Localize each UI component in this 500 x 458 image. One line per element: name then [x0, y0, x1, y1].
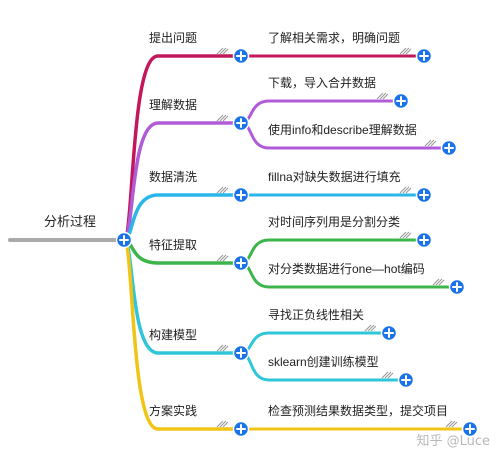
- branch-label-3: 数据清洗: [149, 170, 198, 184]
- child-line-4-1: [239, 238, 426, 265]
- note-icon: [381, 371, 394, 379]
- branch-label-2: 理解数据: [149, 98, 198, 112]
- root-topic-label: 分析过程: [44, 214, 97, 229]
- note-icon: [216, 114, 229, 122]
- watermark: 知乎 @Luce: [416, 434, 490, 449]
- expand-button-4-1[interactable]: [415, 231, 433, 249]
- child-label-5-1: 寻找正负线性相关: [268, 308, 365, 322]
- child-label-2-2: 使用info和describe理解数据: [268, 123, 417, 137]
- expand-button-branch-2[interactable]: [232, 114, 250, 132]
- branch-label-5: 构建模型: [149, 328, 198, 342]
- expand-button-branch-5[interactable]: [232, 344, 250, 362]
- note-icon: [445, 420, 458, 428]
- expand-button-1-1[interactable]: [415, 47, 433, 65]
- child-label-5-2: sklearn创建训练模型: [268, 355, 379, 369]
- expand-button-5-2[interactable]: [397, 371, 415, 389]
- note-icon: [376, 92, 389, 100]
- expand-button-root[interactable]: [115, 231, 133, 249]
- expand-button-2-2[interactable]: [440, 139, 458, 157]
- expand-button-branch-6[interactable]: [232, 420, 250, 438]
- branch-line-3: [122, 193, 243, 242]
- expand-button-3-1[interactable]: [415, 186, 433, 204]
- note-icon: [216, 344, 229, 352]
- child-label-3-1: fillna对缺失数据进行填充: [268, 170, 401, 184]
- note-icon: [364, 324, 377, 332]
- branch-label-1: 提出问题: [149, 31, 198, 45]
- note-icon: [399, 231, 412, 239]
- branch-label-6: 方案实践: [149, 404, 198, 418]
- expand-button-branch-4[interactable]: [232, 254, 250, 272]
- note-icon: [216, 186, 229, 194]
- branch-line-6: [122, 238, 243, 431]
- child-label-1-1: 了解相关需求，明确问题: [268, 31, 401, 45]
- child-label-6-1: 检查预测结果数据类型，提交项目: [268, 404, 449, 418]
- note-icon: [424, 139, 437, 147]
- expand-button-branch-3[interactable]: [232, 186, 250, 204]
- expand-button-6-1[interactable]: [461, 420, 479, 438]
- child-line-5-1: [239, 331, 391, 355]
- note-icon: [216, 254, 229, 262]
- expand-button-2-1[interactable]: [392, 92, 410, 110]
- note-icon: [399, 47, 412, 55]
- child-label-4-2: 对分类数据进行one—hot编码: [268, 262, 425, 276]
- child-label-4-1: 对时间序列用是分割分类: [268, 215, 401, 229]
- child-line-2-1: [239, 99, 403, 125]
- expand-button-4-2[interactable]: [448, 278, 466, 296]
- expand-button-5-1[interactable]: [380, 324, 398, 342]
- note-icon: [216, 47, 229, 55]
- note-icon: [399, 186, 412, 194]
- expand-button-branch-1[interactable]: [232, 47, 250, 65]
- note-icon: [432, 278, 445, 286]
- note-icon: [216, 420, 229, 428]
- branch-label-4: 特征提取: [149, 238, 198, 252]
- child-label-2-1: 下载，导入合并数据: [268, 76, 377, 90]
